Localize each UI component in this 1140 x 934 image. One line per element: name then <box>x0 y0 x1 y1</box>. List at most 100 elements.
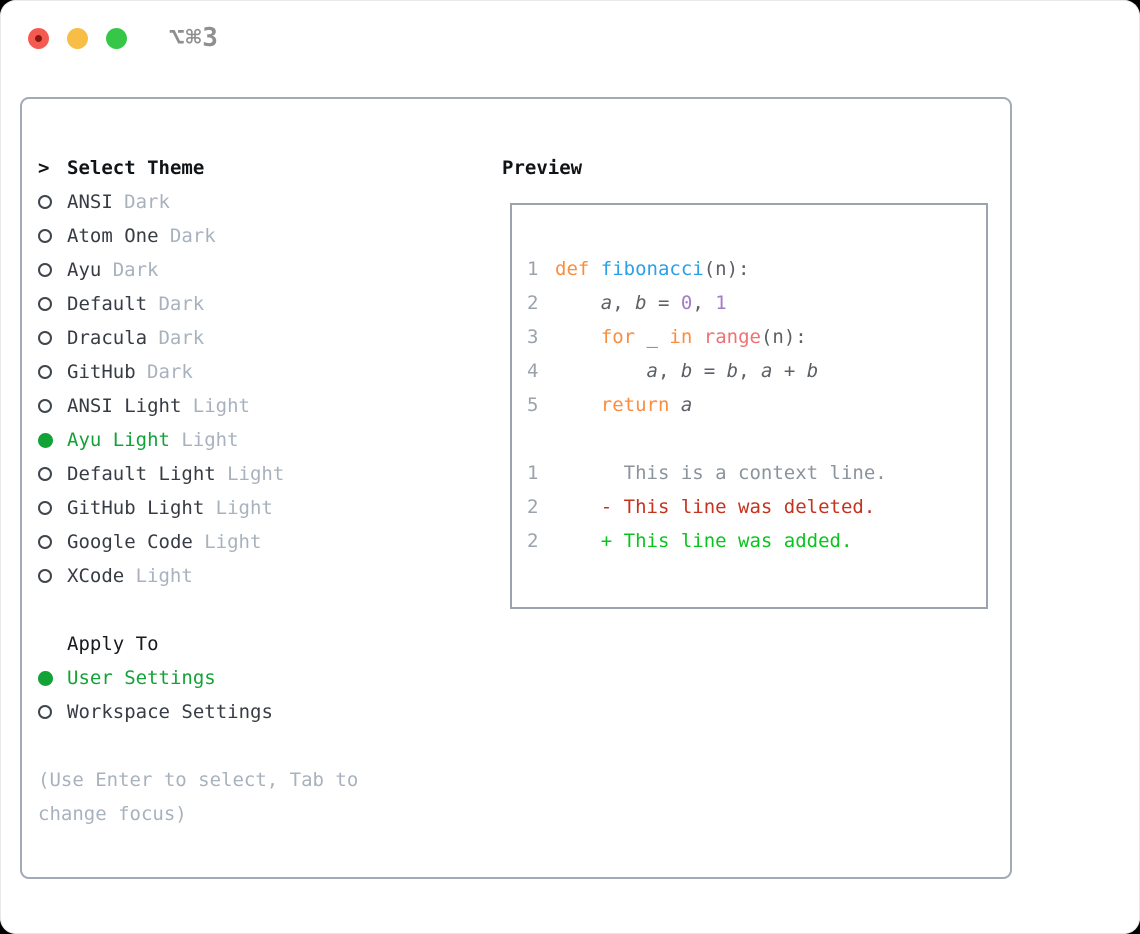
token-plain: , <box>612 292 636 314</box>
token-keyword: in <box>669 326 693 348</box>
token-variable: b <box>806 360 819 382</box>
theme-variant: Dark <box>169 225 216 247</box>
select-theme-header: > Select Theme <box>38 151 498 185</box>
token-plain: (n): <box>703 258 750 280</box>
theme-variant: Dark <box>124 191 170 213</box>
token-plain <box>555 360 647 382</box>
token-plain: , <box>692 292 716 314</box>
radio-icon <box>38 229 67 243</box>
hint-line-2: change focus) <box>38 803 187 825</box>
token-plain <box>669 394 680 416</box>
apply-option-workspace-settings[interactable]: Workspace Settings <box>38 695 498 729</box>
theme-variant: Light <box>181 429 239 451</box>
theme-name: Google Code <box>67 531 193 553</box>
apply-to-label: Apply To <box>67 633 159 655</box>
apply-option-label: Workspace Settings <box>67 701 273 723</box>
theme-name: Ayu <box>67 259 102 281</box>
theme-variant: Light <box>135 565 193 587</box>
line-number: 1 <box>527 462 539 484</box>
token-context: This is a context line. <box>555 462 887 484</box>
section-gap <box>38 593 498 627</box>
token-number: 0 <box>680 292 693 314</box>
theme-option-atom-one[interactable]: Atom One Dark <box>38 219 498 253</box>
radio-icon <box>38 501 67 515</box>
theme-name: GitHub Light <box>67 497 205 519</box>
theme-name: XCode <box>67 565 125 587</box>
code-line: 2 a, b = 0, 1 <box>527 286 976 320</box>
line-number: 3 <box>527 326 539 348</box>
token-variable: a <box>646 360 658 382</box>
line-number: 2 <box>527 496 539 518</box>
token-added: + This line was added. <box>555 530 853 552</box>
token-variable: a <box>600 292 613 314</box>
radio-selected-icon <box>38 670 67 686</box>
code-line: 4 a, b = b, a + b <box>527 354 976 388</box>
code-line: 2 - This line was deleted. <box>527 490 976 524</box>
token-keyword: def <box>555 258 590 280</box>
token-plain: _ <box>635 326 670 348</box>
theme-option-ansi-light[interactable]: ANSI Light Light <box>38 389 498 423</box>
close-button[interactable] <box>28 27 49 49</box>
theme-variant: Dark <box>112 259 159 281</box>
theme-variant: Light <box>192 395 250 417</box>
token-plain: , <box>657 360 681 382</box>
token-plain: + <box>772 360 807 382</box>
token-plain <box>589 258 600 280</box>
focus-caret-icon: > <box>38 157 50 179</box>
radio-icon <box>38 331 67 345</box>
radio-icon <box>38 297 67 311</box>
select-theme-label: Select Theme <box>67 157 205 179</box>
theme-name: Default Light <box>67 463 216 485</box>
code-line: 3 for _ in range(n): <box>527 320 976 354</box>
zoom-button[interactable] <box>106 27 127 49</box>
blank-line <box>527 422 976 456</box>
radio-icon <box>38 263 67 277</box>
token-plain: = <box>646 292 681 314</box>
token-builtin: range <box>703 326 761 348</box>
radio-icon <box>38 705 67 719</box>
radio-icon <box>38 195 67 209</box>
section-gap <box>38 729 498 763</box>
apply-to-header: Apply To <box>38 627 498 661</box>
theme-option-xcode[interactable]: XCode Light <box>38 559 498 593</box>
line-number: 4 <box>527 360 539 382</box>
token-plain <box>555 394 601 416</box>
modified-dot-icon <box>35 34 42 42</box>
theme-name: Default <box>67 293 148 315</box>
apply-option-user-settings[interactable]: User Settings <box>38 661 498 695</box>
token-plain: , <box>738 360 761 382</box>
token-function: fibonacci <box>600 258 704 280</box>
token-variable: b <box>726 360 739 382</box>
theme-option-ansi[interactable]: ANSI Dark <box>38 185 498 219</box>
minimize-button[interactable] <box>67 27 88 49</box>
token-plain <box>555 326 601 348</box>
code-line: 2 + This line was added. <box>527 524 976 558</box>
theme-name: ANSI Light <box>67 395 182 417</box>
line-number: 2 <box>527 292 539 314</box>
theme-name: Dracula <box>67 327 148 349</box>
token-variable: b <box>635 292 647 314</box>
theme-name: Atom One <box>67 225 159 247</box>
token-keyword: for <box>600 326 636 348</box>
theme-name: ANSI <box>67 191 113 213</box>
line-number: 2 <box>527 530 539 552</box>
token-deleted: - This line was deleted. <box>555 496 876 518</box>
token-variable: a <box>760 360 773 382</box>
token-plain <box>692 326 703 348</box>
radio-icon <box>38 467 67 481</box>
line-number: 5 <box>527 394 539 416</box>
theme-option-ayu[interactable]: Ayu Dark <box>38 253 498 287</box>
